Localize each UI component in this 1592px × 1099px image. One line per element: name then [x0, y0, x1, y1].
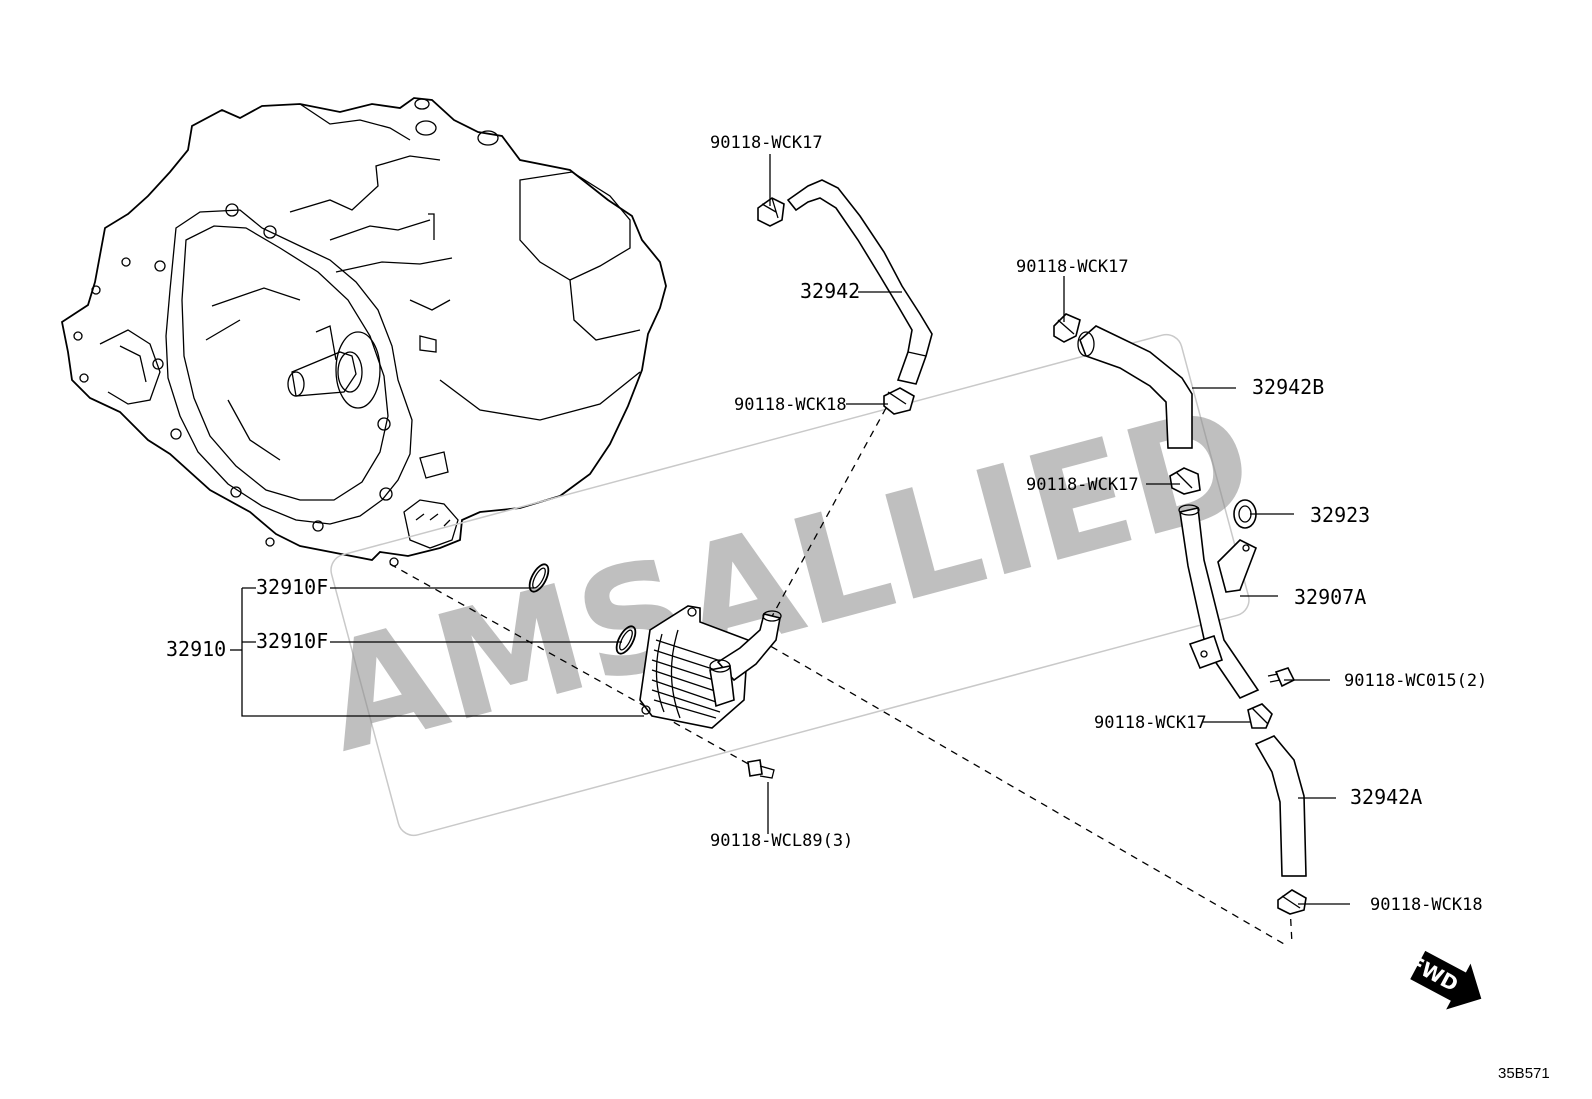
label-cooler: 32910	[166, 637, 226, 661]
label-clamp-right-low: 90118-WCK17	[1094, 713, 1207, 733]
label-clamp-upper-lower: 90118-WCK18	[734, 395, 847, 415]
hose-a	[1254, 735, 1307, 915]
part-labels: 90118-WCK17 32942 90118-WCK18 90118-WCK1…	[166, 133, 1487, 915]
label-hose-b: 32942B	[1252, 375, 1324, 399]
label-clamp-right-mid: 90118-WCK17	[1026, 475, 1139, 495]
dash-housing-to-bolt	[389, 563, 753, 767]
upper-hose	[757, 179, 933, 415]
fwd-arrow: FWD	[1405, 950, 1482, 1010]
label-bolt-cooler: 90118-WCL89(3)	[710, 831, 853, 851]
gaskets	[528, 563, 637, 655]
figure-code: 35B571	[1498, 1065, 1550, 1082]
label-gasket-2: 32910F	[256, 629, 328, 653]
transaxle-housing	[60, 97, 667, 567]
label-clamp-bottom: 90118-WCK18	[1370, 895, 1483, 915]
label-gasket-1: 32910F	[256, 575, 328, 599]
label-clamp-right-top: 90118-WCK17	[1016, 257, 1129, 277]
leader-lines	[230, 154, 1350, 905]
dash-cooler-to-lower-hose	[759, 639, 1285, 945]
fwd-arrow-icon	[1410, 950, 1482, 1010]
label-hose-upper: 32942	[800, 279, 860, 303]
gasket-ring-upper	[528, 563, 550, 593]
label-grommet: 32923	[1310, 503, 1370, 527]
cooler-bolt	[747, 759, 775, 779]
watermark-frame	[330, 333, 1250, 837]
label-bolt-pipe: 90118-WC015(2)	[1344, 671, 1487, 691]
label-hose-a: 32942A	[1350, 785, 1422, 809]
label-clamp-top: 90118-WCK17	[710, 133, 823, 153]
hose-b	[1053, 313, 1201, 495]
oil-cooler	[639, 605, 782, 729]
label-pipe: 32907A	[1294, 585, 1366, 609]
gasket-ring-lower	[615, 625, 637, 655]
dash-upper-hose-to-cooler	[769, 407, 887, 621]
pipe	[1178, 499, 1296, 729]
